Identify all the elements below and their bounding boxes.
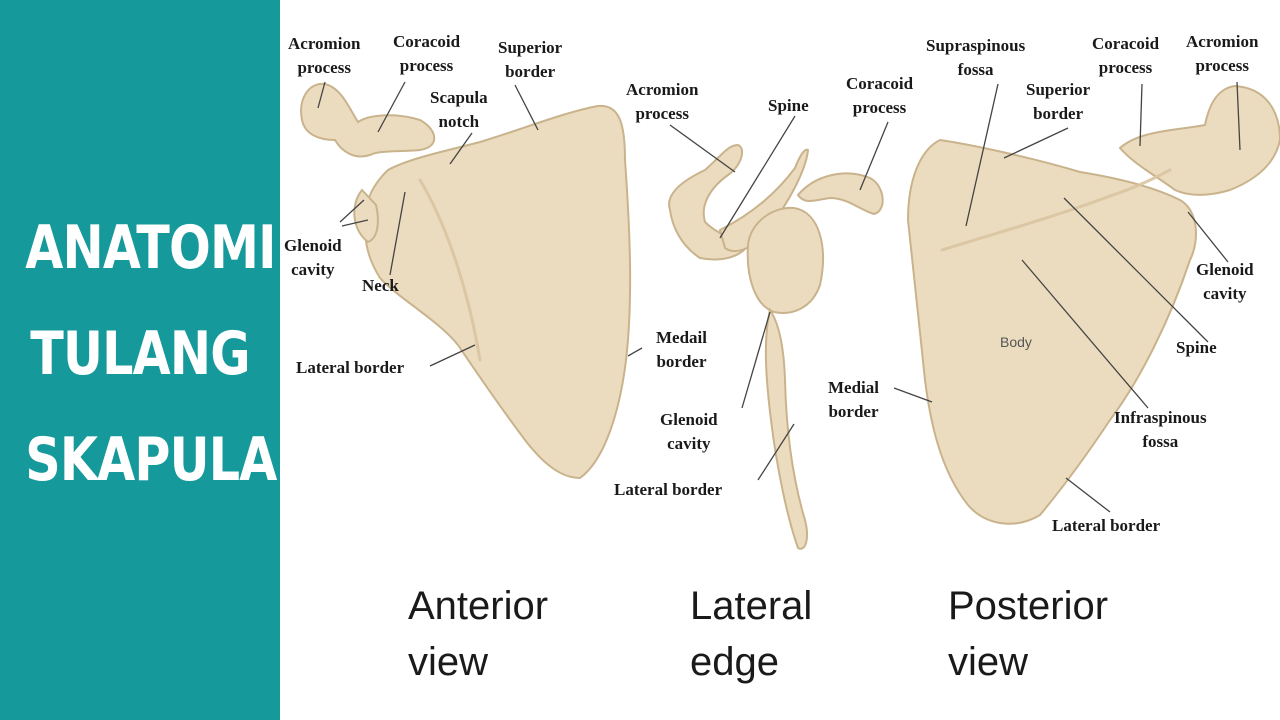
leader-post-supra	[965, 83, 999, 227]
lateral-border-bone	[764, 307, 808, 550]
leader-ant-neck	[389, 191, 406, 276]
leader-lat-glenoid	[741, 311, 771, 409]
leader-post-lateral	[1065, 477, 1111, 513]
leader-lat-lateral	[757, 423, 795, 481]
leader-post-superior	[1003, 127, 1069, 159]
anterior-scapula-bone	[363, 104, 632, 480]
title-line-3: SKAPULA	[25, 425, 277, 495]
label-lat-lateral-border: Lateral border	[614, 480, 723, 499]
label-ant-neck: Neck	[362, 276, 399, 295]
leader-ant-notch	[449, 132, 473, 165]
leader-lat-acromion	[669, 124, 736, 173]
leader-post-infra	[1021, 259, 1149, 409]
anterior-acromion-bone	[300, 82, 436, 158]
posterior-spine-ridge	[940, 168, 1172, 252]
leader-lat-spine	[719, 115, 796, 239]
label-ant-lateral-border: Lateral border	[296, 358, 405, 377]
leader-post-glenoid	[1187, 211, 1229, 263]
lateral-coracoid-bone	[796, 172, 884, 216]
leader-post-medial	[893, 387, 933, 403]
anterior-shading-ridge	[418, 178, 482, 362]
leader-ant-superior	[514, 84, 539, 131]
leader-post-spine	[1063, 197, 1209, 343]
title-line-2: TULANG	[30, 319, 250, 389]
lateral-acromion-bone	[668, 143, 752, 261]
label-post-spine: Spine	[1176, 338, 1217, 357]
bone-illustrations	[300, 81, 1280, 550]
leader-ant-medial	[627, 347, 643, 357]
leader-ant-glenoid	[339, 199, 369, 227]
posterior-scapula-bone	[906, 138, 1197, 525]
lateral-glenoid-bone	[746, 206, 824, 314]
leader-ant-coracoid	[377, 81, 406, 133]
title-panel: ANATOMI TULANG SKAPULA	[0, 0, 280, 720]
title-line-1: ANATOMI	[25, 213, 276, 283]
label-post-lateral-border: Lateral border	[1052, 516, 1161, 535]
leader-post-acromion	[1236, 81, 1241, 151]
leader-post-coracoid	[1139, 83, 1143, 147]
label-post-body: Body	[1000, 334, 1032, 350]
leader-lat-coracoid	[859, 121, 889, 191]
label-lat-spine: Spine	[768, 96, 809, 115]
leader-ant-acromion	[317, 81, 326, 109]
posterior-acromion-bone	[1118, 84, 1280, 196]
leader-ant-lateral	[429, 344, 476, 367]
